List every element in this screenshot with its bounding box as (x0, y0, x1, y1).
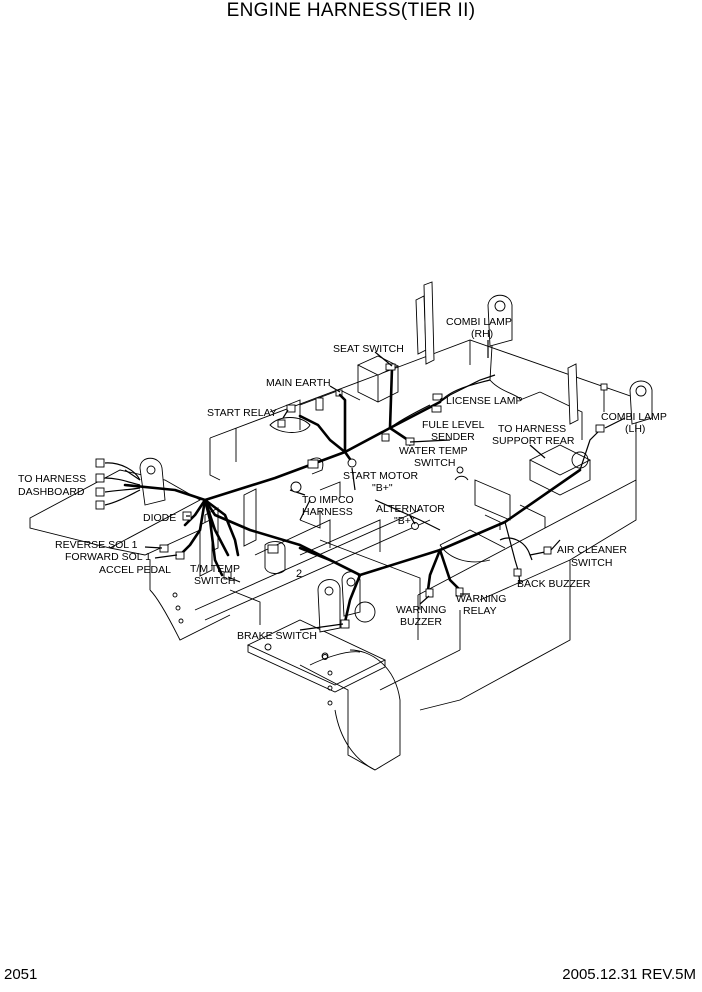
label-water-temp-switch: SWITCH (414, 457, 455, 469)
callout-number: 2 (296, 568, 302, 580)
label-warning-buzzer: WARNING (396, 604, 446, 616)
label-warning-relay-2: RELAY (463, 605, 497, 617)
label-to-harness-dashboard-2: DASHBOARD (18, 486, 85, 498)
label-alternator-b: "B+" (394, 515, 415, 527)
label-tm-temp: T/M TEMP (190, 563, 240, 575)
label-to-impco-harness: HARNESS (302, 506, 353, 518)
label-combi-lamp-rh: COMBI LAMP (446, 316, 512, 328)
label-start-relay: START RELAY (207, 407, 277, 419)
label-to-harness-support-rear: SUPPORT REAR (492, 435, 575, 447)
label-start-motor: START MOTOR (343, 470, 418, 482)
label-combi-lamp-lh: COMBI LAMP (601, 411, 667, 423)
label-tm-temp-switch: SWITCH (194, 575, 235, 587)
label-fule-level: FULE LEVEL (422, 419, 485, 431)
page-title: ENGINE HARNESS(TIER II) (226, 0, 476, 21)
harness-wires (104, 366, 601, 624)
label-to-harness-dashboard: TO HARNESS (18, 473, 86, 485)
label-accel-pedal: ACCEL PEDAL (99, 564, 171, 576)
label-warning-relay: WARNING (456, 593, 506, 605)
label-fule-level-sender: SENDER (431, 431, 475, 443)
label-warning-buzzer-2: BUZZER (400, 616, 442, 628)
label-air-cleaner: AIR CLEANER (557, 544, 627, 556)
label-air-cleaner-switch: SWITCH (571, 557, 612, 569)
component-labels: COMBI LAMP (RH) SEAT SWITCH MAIN EARTH L… (18, 316, 667, 642)
label-main-earth: MAIN EARTH (266, 377, 331, 389)
label-start-motor-b: "B+" (372, 482, 393, 494)
label-diode: DIODE (143, 512, 176, 524)
chassis-frame (29, 281, 653, 771)
label-alternator: ALTERNATOR (376, 503, 445, 515)
label-to-harness-support: TO HARNESS (498, 423, 566, 435)
label-to-impco: TO IMPCO (302, 494, 354, 506)
label-combi-lamp-lh-side: (LH) (625, 423, 645, 435)
leader-lines (144, 340, 626, 631)
label-forward-sol: FORWARD SOL 1 (65, 551, 151, 563)
label-seat-switch: SEAT SWITCH (333, 343, 404, 355)
label-combi-lamp-rh-side: (RH) (471, 328, 493, 340)
label-water-temp: WATER TEMP (399, 445, 468, 457)
page-number: 2051 (4, 966, 38, 983)
label-back-buzzer: BACK BUZZER (517, 578, 591, 590)
label-brake-switch: BRAKE SWITCH (237, 630, 317, 642)
label-license-lamp: LICENSE LAMP (446, 395, 522, 407)
label-reverse-sol: REVERSE SOL 1 (55, 539, 138, 551)
revision-date: 2005.12.31 REV.5M (562, 966, 696, 983)
